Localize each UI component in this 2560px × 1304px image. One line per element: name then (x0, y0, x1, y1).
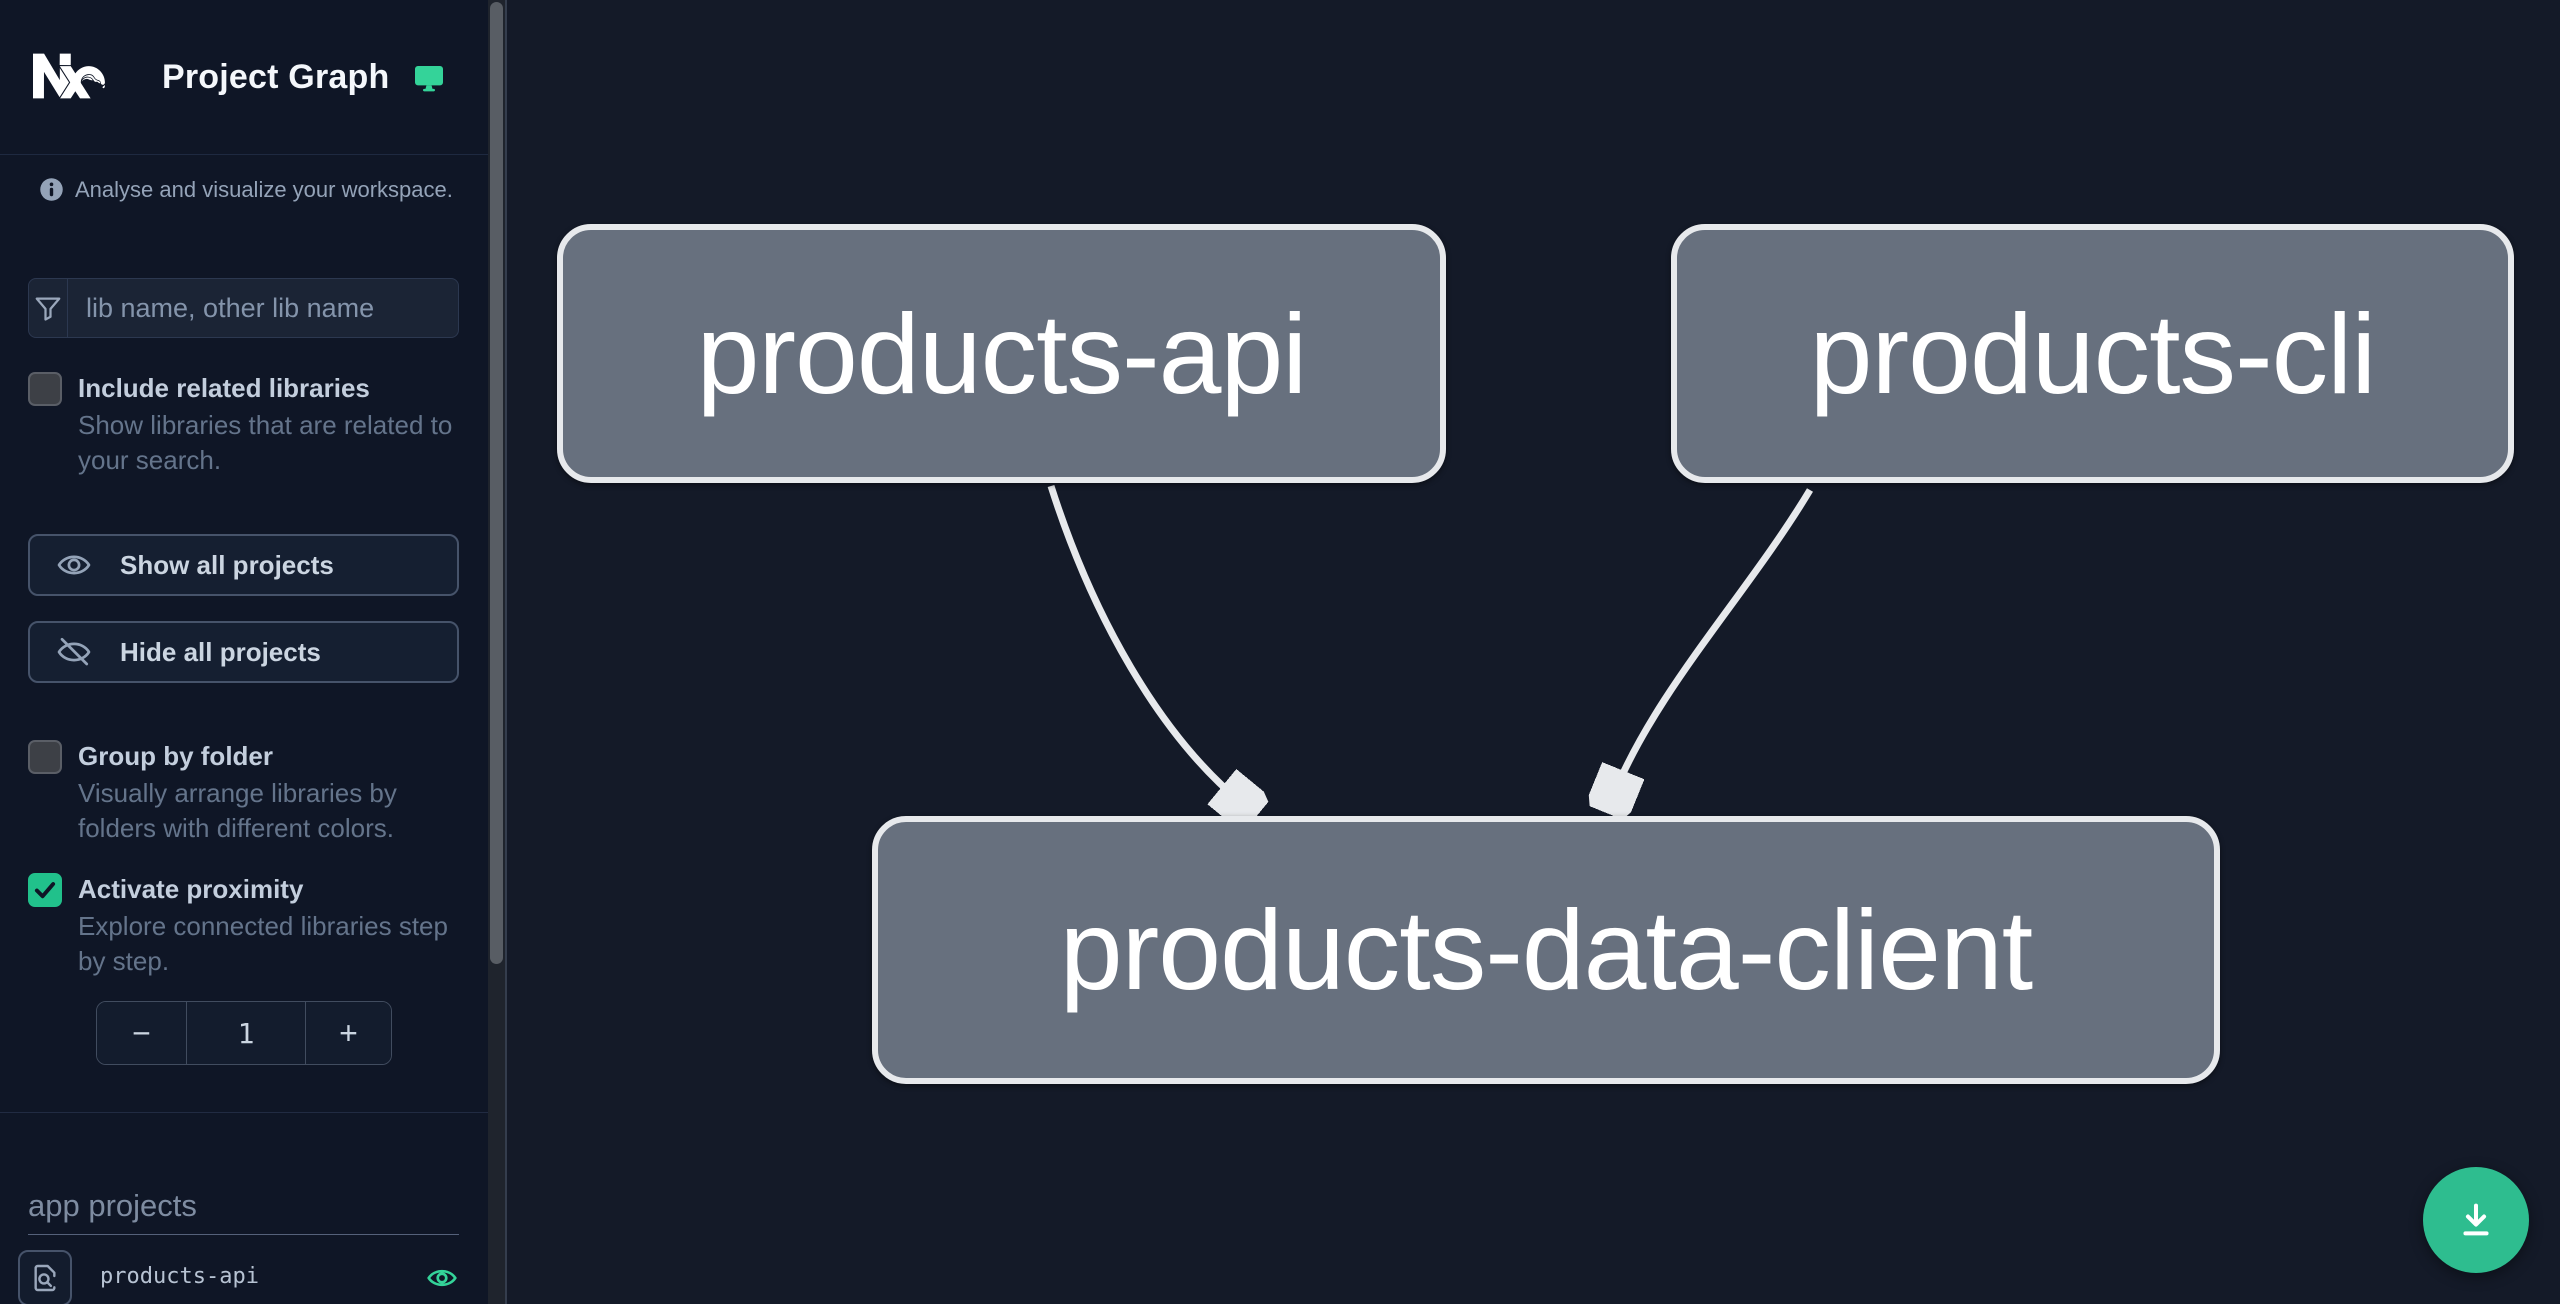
sidebar: Project Graph Analyse and visualize your… (0, 0, 488, 1304)
edge-products-api-to-data-client (1047, 484, 1243, 804)
nx-logo-icon (33, 53, 106, 99)
decrement-button[interactable]: − (97, 1002, 187, 1064)
checkbox-label: Group by folder (78, 741, 273, 771)
download-icon (2463, 1203, 2489, 1236)
checkbox-description: Visually arrange libraries by folders wi… (78, 778, 397, 843)
funnel-icon (29, 279, 68, 337)
node-label: products-cli (1809, 290, 2377, 417)
page-title: Project Graph (162, 58, 390, 96)
button-label: Hide all projects (120, 636, 321, 667)
graph-node-products-cli[interactable]: products-cli (1671, 224, 2514, 483)
divider (28, 1234, 459, 1235)
graph-canvas[interactable]: products-api products-cli products-data-… (505, 0, 2560, 1304)
checkbox[interactable] (28, 372, 62, 406)
checkbox[interactable] (28, 740, 62, 774)
project-list-item: products-api (18, 1250, 468, 1304)
graph-node-products-data-client[interactable]: products-data-client (872, 816, 2220, 1084)
monitor-icon[interactable] (413, 62, 445, 94)
checkbox[interactable] (28, 873, 62, 907)
eye-icon (57, 555, 91, 575)
document-magnifier-icon (34, 1264, 56, 1292)
app-projects-heading: app projects (28, 1188, 197, 1223)
activate-proximity-option[interactable]: Activate proximity Explore connected lib… (28, 871, 460, 979)
group-by-folder-option[interactable]: Group by folder Visually arrange librari… (28, 738, 460, 846)
checkbox-description: Explore connected libraries step by step… (78, 911, 448, 976)
project-visibility-eye-icon[interactable] (426, 1262, 458, 1294)
eye-slash-icon (57, 637, 91, 666)
tagline-text: Analyse and visualize your workspace. (75, 176, 453, 202)
dependency-edges (1047, 484, 1814, 1304)
hide-all-projects-button[interactable]: Hide all projects (28, 621, 459, 683)
show-all-projects-button[interactable]: Show all projects (28, 534, 459, 596)
sidebar-scrollbar (488, 0, 505, 1304)
tagline: Analyse and visualize your workspace. (38, 176, 468, 203)
focus-project-button[interactable] (18, 1250, 72, 1304)
checkbox-description: Show libraries that are related to your … (78, 410, 453, 475)
filter-box (28, 278, 459, 338)
scrollbar-thumb[interactable] (490, 2, 503, 964)
project-name: products-api (100, 1264, 259, 1289)
info-icon (40, 178, 63, 201)
sidebar-header: Project Graph (0, 0, 488, 155)
check-icon (34, 882, 56, 899)
divider (0, 1112, 488, 1113)
include-related-libraries-option[interactable]: Include related libraries Show libraries… (28, 370, 460, 478)
increment-button[interactable]: + (305, 1002, 391, 1064)
node-label: products-data-client (1059, 887, 2033, 1013)
checkbox-label: Activate proximity (78, 874, 304, 904)
checkbox-label: Include related libraries (78, 373, 370, 403)
node-label: products-api (696, 290, 1308, 417)
depth-value: 1 (187, 1002, 305, 1064)
proximity-depth-stepper: − 1 + (96, 1001, 392, 1065)
graph-node-products-api[interactable]: products-api (557, 224, 1446, 483)
filter-input[interactable] (68, 279, 458, 337)
edge-products-cli-to-data-client (1613, 488, 1814, 796)
button-label: Show all projects (120, 549, 334, 580)
download-image-button[interactable] (2423, 1167, 2529, 1273)
